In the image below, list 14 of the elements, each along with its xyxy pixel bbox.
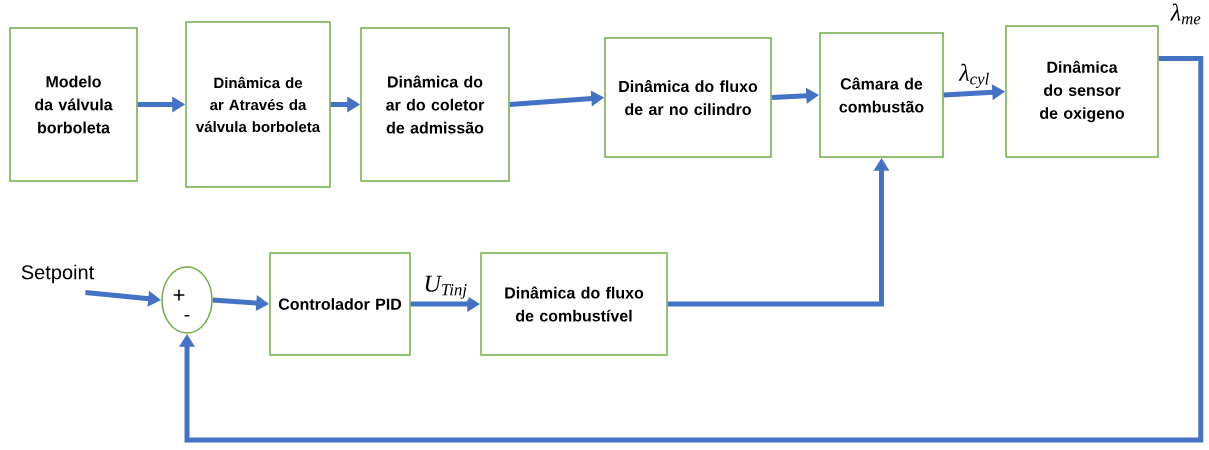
- process-box: Dinâmica do fluxo de ar no cilindro: [604, 37, 772, 158]
- process-box: Dinâmica de ar Através da válvula borboleta: [185, 21, 331, 188]
- process-box: Modelo da válvula borboleta: [9, 27, 138, 182]
- process-box: Controlador PID: [269, 252, 411, 356]
- edge-label: λ$_{me}$: [1169, 2, 1203, 26]
- edge-label: U$_{Tinj}$: [422, 274, 469, 300]
- process-box: Dinâmica do fluxo de combustível: [480, 252, 668, 356]
- input-label: Setpoint: [21, 264, 95, 284]
- process-box: Dinâmica do ar do coletor de admissão: [360, 27, 510, 182]
- arrow: [179, 55, 1204, 443]
- process-box: Dinâmica do sensor de oxigeno: [1005, 25, 1159, 158]
- edge-label: λ$_{cyl}$: [958, 62, 991, 90]
- summing-junction: + -: [161, 266, 213, 334]
- process-box: Câmara de combustão: [819, 32, 944, 158]
